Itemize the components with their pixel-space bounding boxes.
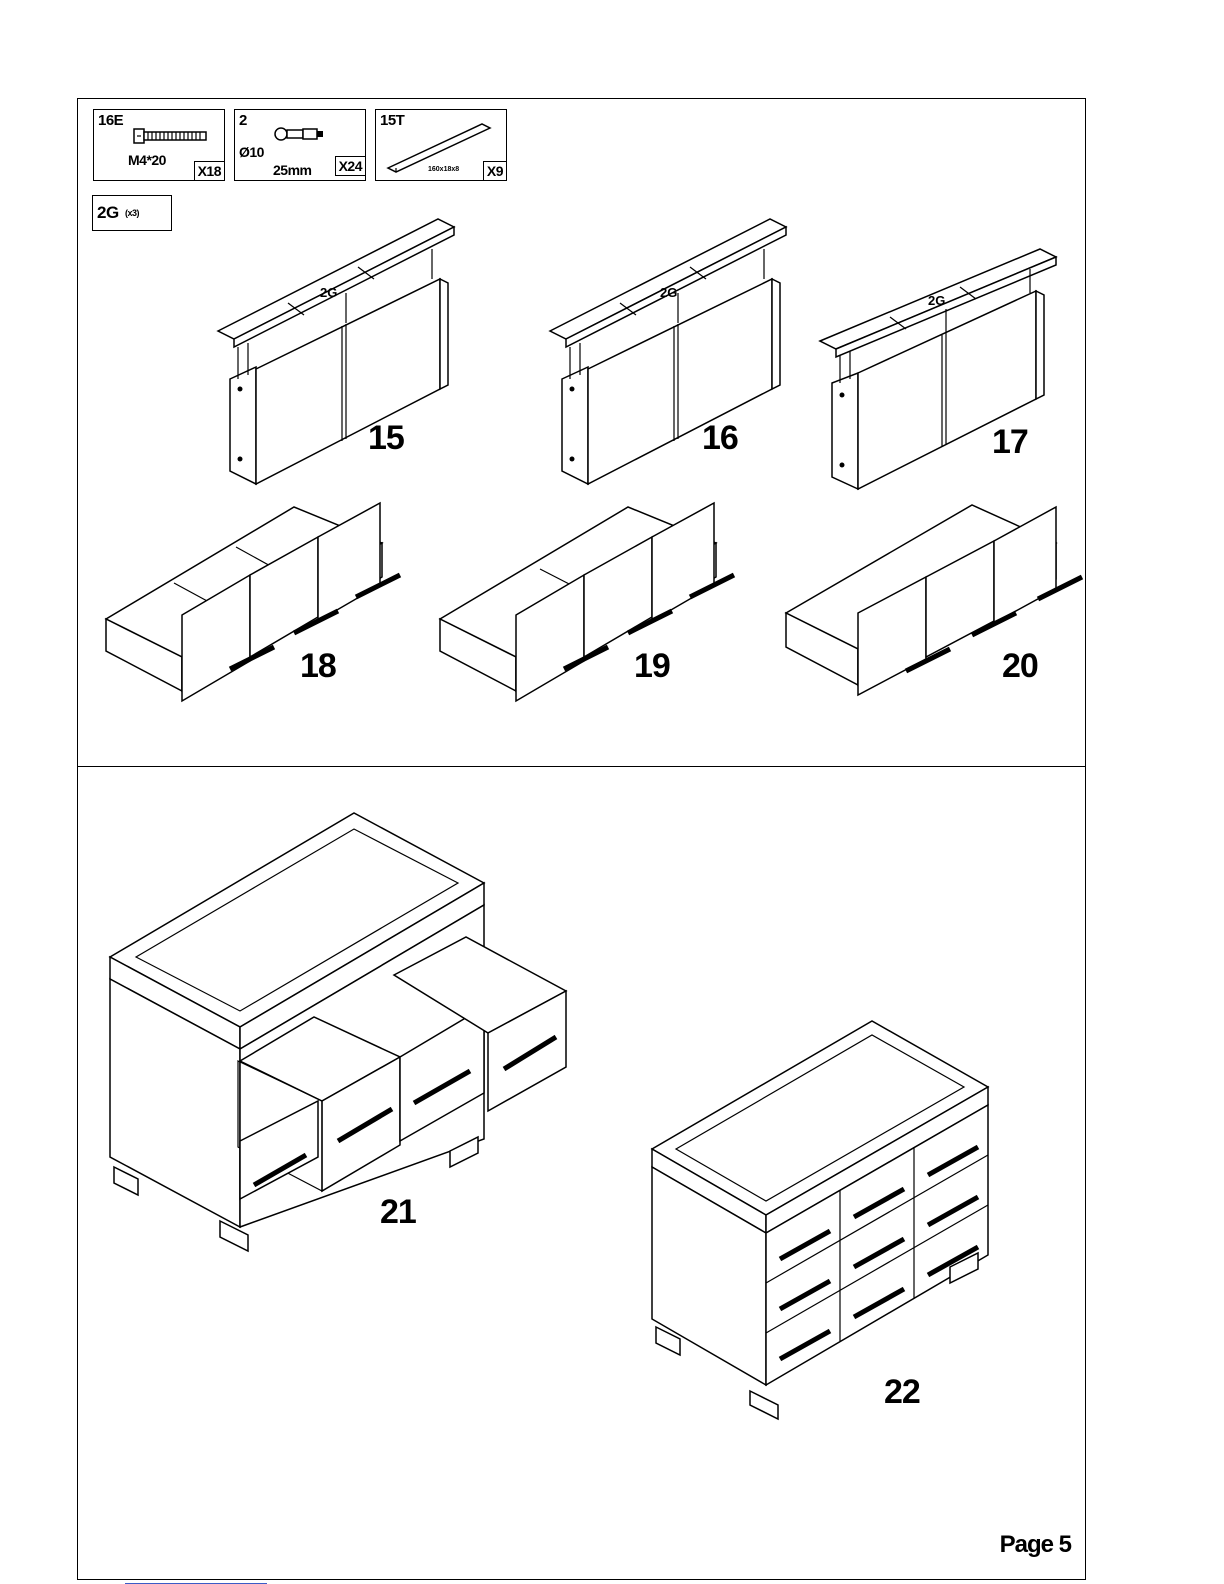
panel-label-2g: 2G — [660, 285, 677, 300]
hardware-box-16e: 16E M4*20 X18 — [93, 109, 225, 181]
part-count: (x3) — [125, 208, 139, 218]
hardware-qty: X24 — [335, 156, 366, 176]
hardware-spec: 160x18x8 — [428, 166, 459, 173]
step-22-diagram — [650, 1019, 1000, 1419]
hardware-spec: M4*20 — [128, 152, 166, 168]
hardware-qty: X18 — [194, 161, 225, 181]
step-17-number: 17 — [992, 423, 1028, 462]
panel-label-2g: 2G — [320, 285, 337, 300]
step-19-number: 19 — [634, 647, 670, 686]
hardware-length: 25mm — [273, 162, 311, 178]
hardware-qty: X9 — [483, 161, 507, 181]
panel-label-2g: 2G — [928, 293, 945, 308]
hardware-box-2: 2 Ø10 25mm X24 — [234, 109, 366, 181]
part-id: 2G — [97, 203, 119, 223]
step-16-number: 16 — [702, 419, 738, 458]
top-instruction-panel: 16E M4*20 X18 2 Ø10 25mm — [77, 98, 1086, 767]
step-18-diagram — [106, 505, 416, 705]
part-callout-2g: 2G (x3) — [92, 195, 172, 231]
step-22-number: 22 — [884, 1373, 920, 1412]
step-17-diagram — [820, 249, 1070, 519]
step-16-diagram — [550, 219, 800, 489]
hardware-box-15t: 15T 160x18x8 X9 — [375, 109, 507, 181]
page-number: Page 5 — [1000, 1531, 1071, 1559]
screw-icon — [132, 126, 222, 146]
step-15-diagram — [218, 219, 468, 489]
step-20-diagram — [786, 505, 1096, 705]
hardware-id: 2 — [239, 112, 247, 129]
step-21-number: 21 — [380, 1193, 416, 1232]
step-15-number: 15 — [368, 419, 404, 458]
hardware-id: 16E — [98, 112, 123, 129]
step-20-number: 20 — [1002, 647, 1038, 686]
step-19-diagram — [440, 505, 750, 705]
hardware-diameter: Ø10 — [239, 144, 264, 160]
bottom-instruction-panel: 21 22 — [77, 766, 1086, 1580]
step-18-number: 18 — [300, 647, 336, 686]
cam-bolt-icon — [273, 124, 333, 144]
step-21-diagram — [108, 811, 588, 1251]
